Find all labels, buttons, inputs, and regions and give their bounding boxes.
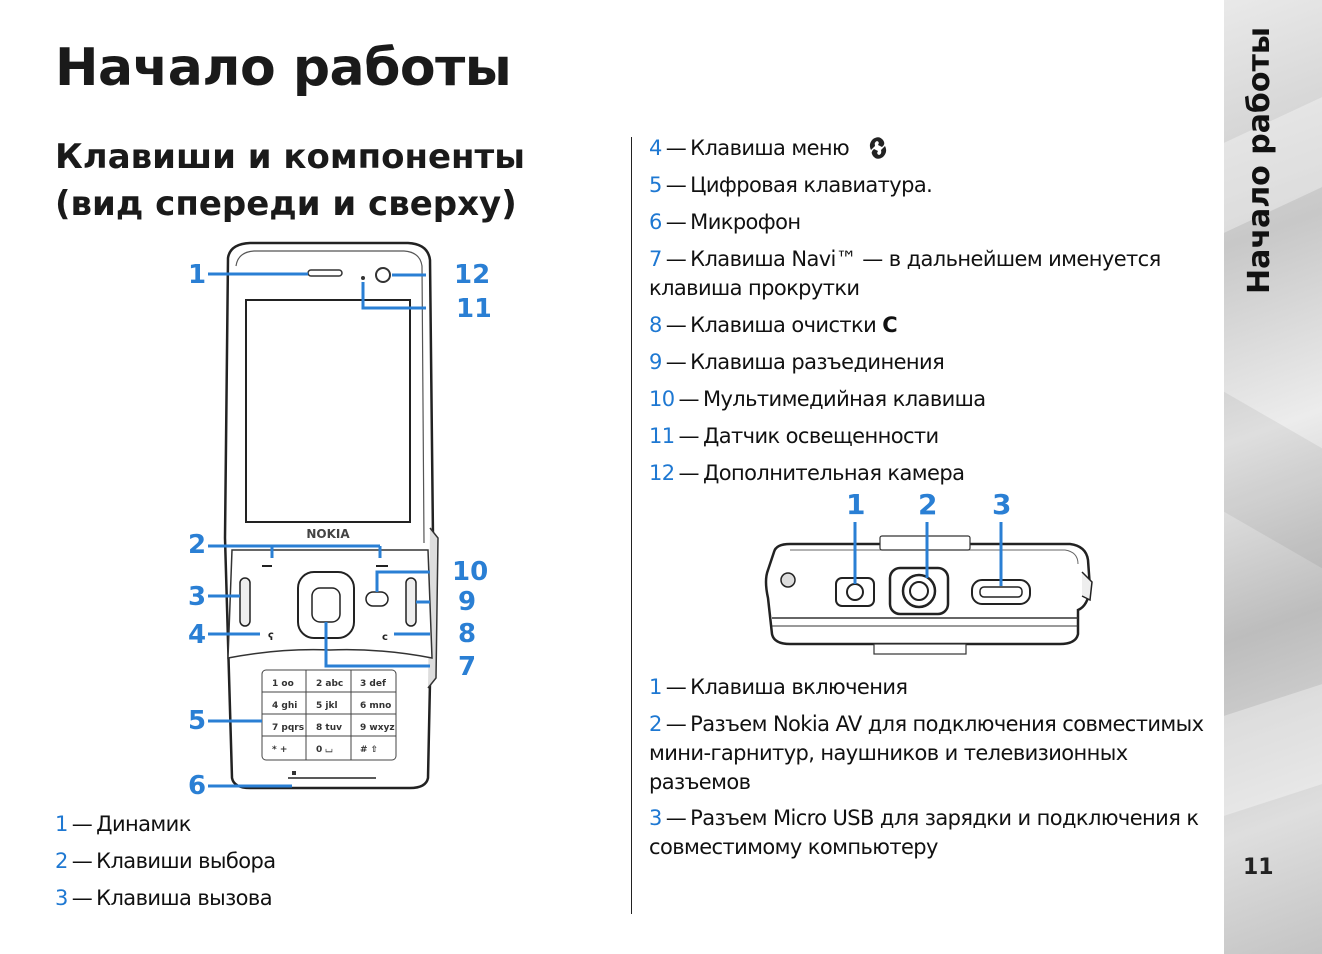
svg-text:1 oo: 1 oo xyxy=(272,679,294,689)
callout-8: 8 xyxy=(458,619,476,649)
menu-key-icon xyxy=(870,137,887,159)
list-item: 2—Разъем Nokia AV для подключения совмес… xyxy=(649,712,1204,794)
top-callout-3: 3 xyxy=(992,488,1011,521)
list-item: 4—Клавиша меню xyxy=(649,134,1214,163)
page-number: 11 xyxy=(1243,855,1274,880)
list-item: 1—Динамик xyxy=(55,812,191,836)
column-divider xyxy=(631,137,632,914)
svg-text:5 jkl: 5 jkl xyxy=(316,701,338,711)
svg-text:* +: * + xyxy=(272,745,287,755)
svg-text:7 pqrs: 7 pqrs xyxy=(272,723,304,733)
callout-1: 1 xyxy=(188,260,206,290)
top-callout-1: 1 xyxy=(846,488,865,521)
callout-2: 2 xyxy=(188,530,206,560)
svg-text:# ⇧: # ⇧ xyxy=(360,745,378,755)
chapter-tab-label: Начало работы xyxy=(1242,26,1277,294)
list-item: 6—Микрофон xyxy=(649,210,801,234)
page-title: Начало работы xyxy=(55,38,512,98)
top-callout-2: 2 xyxy=(918,488,937,521)
list-item: 2—Клавиши выбора xyxy=(55,849,276,873)
svg-text:9 wxyz: 9 wxyz xyxy=(360,723,395,733)
svg-text:ʕ: ʕ xyxy=(268,632,274,643)
svg-text:4 ghi: 4 ghi xyxy=(272,701,297,711)
list-item: 8—Клавиша очистки C xyxy=(649,313,898,337)
list-item: 12—Дополнительная камера xyxy=(649,461,965,485)
phone-front-diagram: NOKIA ʕ c 1 oo 2 abc 3 def 4 ghi 5 jkl 6 mno… xyxy=(188,241,490,798)
svg-text:2 abc: 2 abc xyxy=(316,679,343,689)
svg-text:c: c xyxy=(382,632,388,643)
phone-top-diagram: 1 2 3 xyxy=(764,488,1093,655)
callout-10: 10 xyxy=(452,557,488,587)
svg-text:8 tuv: 8 tuv xyxy=(316,723,342,733)
svg-text:3 def: 3 def xyxy=(360,679,386,689)
list-item: 11—Датчик освещенности xyxy=(649,424,939,448)
callout-9: 9 xyxy=(458,587,476,617)
list-item: 9—Клавиша разъединения xyxy=(649,350,945,374)
callout-12: 12 xyxy=(454,260,490,290)
chapter-tab xyxy=(1224,0,1322,954)
svg-text:0 ⌴: 0 ⌴ xyxy=(316,745,333,755)
callout-11: 11 xyxy=(456,294,490,324)
list-item: 10—Мультимедийная клавиша xyxy=(649,387,986,411)
brand-logo: NOKIA xyxy=(306,527,350,541)
callout-3: 3 xyxy=(188,582,206,612)
section-title: Клавиши и компоненты (вид спереди и свер… xyxy=(55,137,525,224)
svg-text:6 mno: 6 mno xyxy=(360,701,391,711)
list-item: 3—Клавиша вызова xyxy=(55,886,273,910)
list-item: 1—Клавиша включения xyxy=(649,675,908,699)
callout-6: 6 xyxy=(188,771,206,798)
list-item: 3—Разъем Micro USB для зарядки и подключ… xyxy=(649,806,1199,859)
list-item: 5—Цифровая клавиатура. xyxy=(649,173,933,197)
callout-7: 7 xyxy=(458,652,476,682)
list-item: 7—Клавиша Navi™ — в дальнейшем именуется… xyxy=(649,247,1161,300)
callout-4: 4 xyxy=(188,620,206,650)
callout-5: 5 xyxy=(188,706,206,736)
